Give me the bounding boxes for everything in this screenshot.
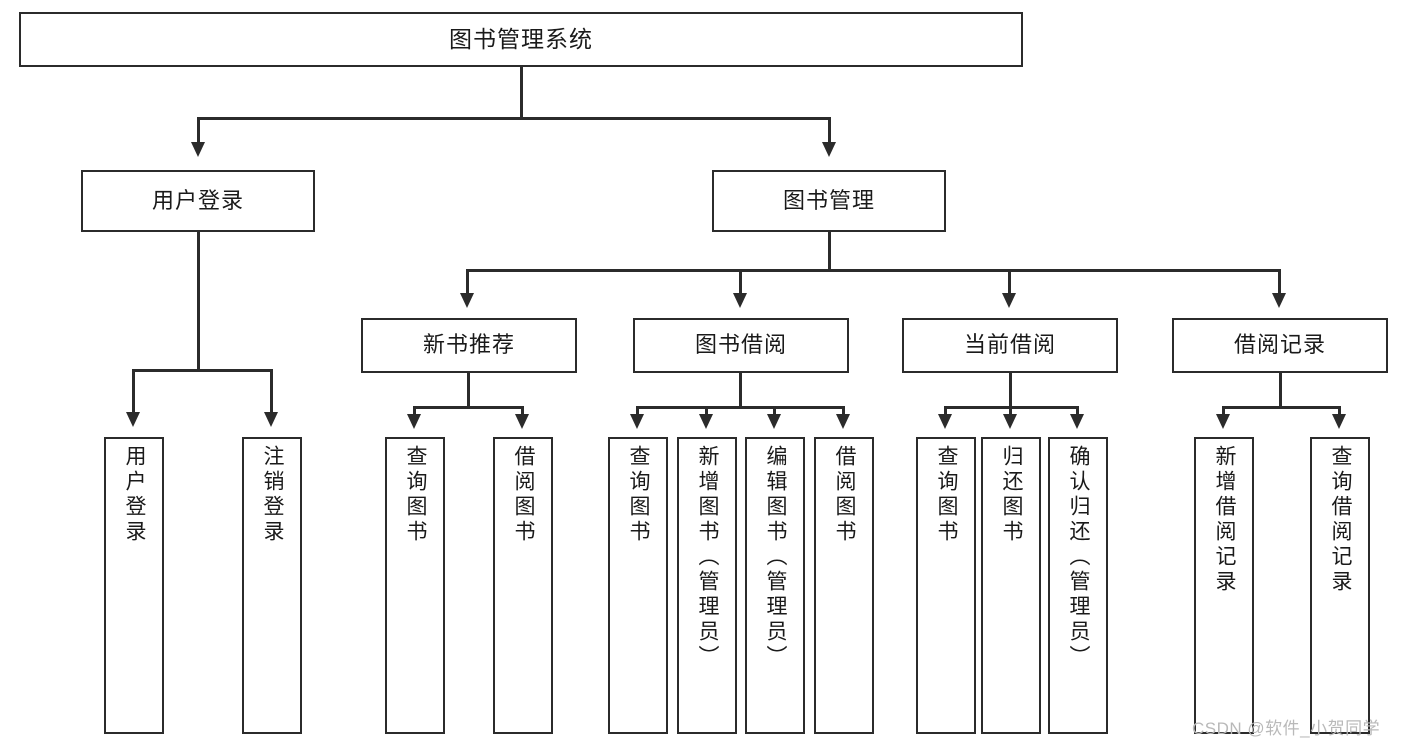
arrowhead-book-borrow-leaf-4 <box>836 414 850 429</box>
connector-book-borrow-drop-2 <box>705 406 708 418</box>
node-label: 查询图书 <box>935 445 959 545</box>
arrowhead-borrow-record-leaf-1 <box>1216 414 1230 429</box>
node-borrow-record[interactable]: 借阅记录 <box>1172 318 1388 373</box>
connector-new-book-drop-1 <box>413 406 416 418</box>
arrowhead-current-borrow-leaf-1 <box>938 414 952 429</box>
connector-book-borrow-stem <box>739 373 742 408</box>
leaf-book-borrow-query-book[interactable]: 查询图书 <box>608 437 668 734</box>
node-label: 图书管理系统 <box>449 25 593 52</box>
connector-book-borrow-drop-1 <box>636 406 639 418</box>
node-label: 当前借阅 <box>963 332 1056 358</box>
node-label: 查询借阅记录 <box>1329 445 1353 595</box>
connector-book-borrow-bus <box>636 406 845 409</box>
arrowhead-book-borrow-leaf-2 <box>699 414 713 429</box>
node-new-book-recommend[interactable]: 新书推荐 <box>361 318 577 373</box>
node-book-management[interactable]: 图书管理 <box>712 170 946 232</box>
leaf-new-book-borrow-book[interactable]: 借阅图书 <box>493 437 553 734</box>
connector-borrow-record-drop-2 <box>1338 406 1341 418</box>
arrowhead-user-login-leaf-2 <box>264 412 278 427</box>
node-label: 新增图书（管理员） <box>696 445 720 670</box>
arrowhead-current-borrow <box>1002 293 1016 308</box>
leaf-borrow-record-query-record[interactable]: 查询借阅记录 <box>1310 437 1370 734</box>
arrowhead-root-to-book-mgmt <box>822 142 836 157</box>
connector-book-borrow-drop-4 <box>842 406 845 418</box>
connector-book-borrow-drop-3 <box>773 406 776 418</box>
connector-new-book-drop-2 <box>521 406 524 418</box>
leaf-current-borrow-return-book[interactable]: 归还图书 <box>981 437 1041 734</box>
arrowhead-book-borrow-leaf-3 <box>767 414 781 429</box>
node-label: 借阅记录 <box>1233 332 1326 358</box>
node-root-system[interactable]: 图书管理系统 <box>19 12 1023 67</box>
connector-borrow-record-bus <box>1222 406 1340 409</box>
connector-book-mgmt-stem <box>828 232 831 271</box>
node-label: 新书推荐 <box>422 332 515 358</box>
node-label: 用户登录 <box>123 445 147 545</box>
arrowhead-borrow-record <box>1272 293 1286 308</box>
arrowhead-book-borrow <box>733 293 747 308</box>
arrowhead-current-borrow-leaf-3 <box>1070 414 1084 429</box>
connector-root-bus <box>197 117 831 120</box>
connector-root-stem <box>520 67 523 119</box>
connector-borrow-record-drop-1 <box>1222 406 1225 418</box>
connector-book-mgmt-drop-4 <box>1278 269 1281 296</box>
node-book-borrow[interactable]: 图书借阅 <box>633 318 849 373</box>
arrowhead-new-book-leaf-2 <box>515 414 529 429</box>
connector-current-borrow-drop-2 <box>1009 406 1012 418</box>
connector-root-to-book-mgmt <box>828 117 831 145</box>
connector-current-borrow-drop-3 <box>1076 406 1079 418</box>
connector-book-mgmt-drop-1 <box>466 269 469 296</box>
node-label: 借阅图书 <box>833 445 857 545</box>
node-current-borrow[interactable]: 当前借阅 <box>902 318 1118 373</box>
node-label: 新增借阅记录 <box>1213 445 1237 595</box>
leaf-book-borrow-edit-book[interactable]: 编辑图书（管理员） <box>745 437 805 734</box>
node-label: 查询图书 <box>404 445 428 545</box>
leaf-user-login-logout[interactable]: 注销登录 <box>242 437 302 734</box>
connector-user-login-stem <box>197 232 200 371</box>
node-label: 图书管理 <box>782 187 875 213</box>
connector-user-login-drop-2 <box>270 369 273 415</box>
connector-book-mgmt-drop-3 <box>1008 269 1011 296</box>
node-label: 注销登录 <box>261 445 285 545</box>
connector-root-to-user-login <box>197 117 200 145</box>
node-label: 确认归还（管理员） <box>1067 445 1091 670</box>
leaf-new-book-query-book[interactable]: 查询图书 <box>385 437 445 734</box>
connector-new-book-bus <box>413 406 523 409</box>
arrowhead-borrow-record-leaf-2 <box>1332 414 1346 429</box>
connector-user-login-bus <box>132 369 272 372</box>
connector-new-book-stem <box>467 373 470 408</box>
leaf-current-borrow-query-book[interactable]: 查询图书 <box>916 437 976 734</box>
node-label: 用户登录 <box>151 187 244 213</box>
leaf-user-login-login[interactable]: 用户登录 <box>104 437 164 734</box>
leaf-book-borrow-add-book[interactable]: 新增图书（管理员） <box>677 437 737 734</box>
connector-book-mgmt-drop-2 <box>739 269 742 296</box>
arrowhead-root-to-user-login <box>191 142 205 157</box>
leaf-current-borrow-confirm-return[interactable]: 确认归还（管理员） <box>1048 437 1108 734</box>
connector-book-mgmt-bus <box>466 269 1278 272</box>
connector-user-login-drop-1 <box>132 369 135 415</box>
arrowhead-new-book-recommend <box>460 293 474 308</box>
node-label: 图书借阅 <box>694 332 787 358</box>
arrowhead-current-borrow-leaf-2 <box>1003 414 1017 429</box>
connector-current-borrow-stem <box>1009 373 1012 408</box>
leaf-book-borrow-borrow-book[interactable]: 借阅图书 <box>814 437 874 734</box>
node-label: 归还图书 <box>1000 445 1024 545</box>
node-label: 查询图书 <box>627 445 651 545</box>
arrowhead-new-book-leaf-1 <box>407 414 421 429</box>
node-label: 编辑图书（管理员） <box>764 445 788 670</box>
arrowhead-user-login-leaf-1 <box>126 412 140 427</box>
connector-borrow-record-stem <box>1279 373 1282 408</box>
arrowhead-book-borrow-leaf-1 <box>630 414 644 429</box>
node-label: 借阅图书 <box>512 445 536 545</box>
leaf-borrow-record-add-record[interactable]: 新增借阅记录 <box>1194 437 1254 734</box>
connector-current-borrow-drop-1 <box>944 406 947 418</box>
node-user-login[interactable]: 用户登录 <box>81 170 315 232</box>
